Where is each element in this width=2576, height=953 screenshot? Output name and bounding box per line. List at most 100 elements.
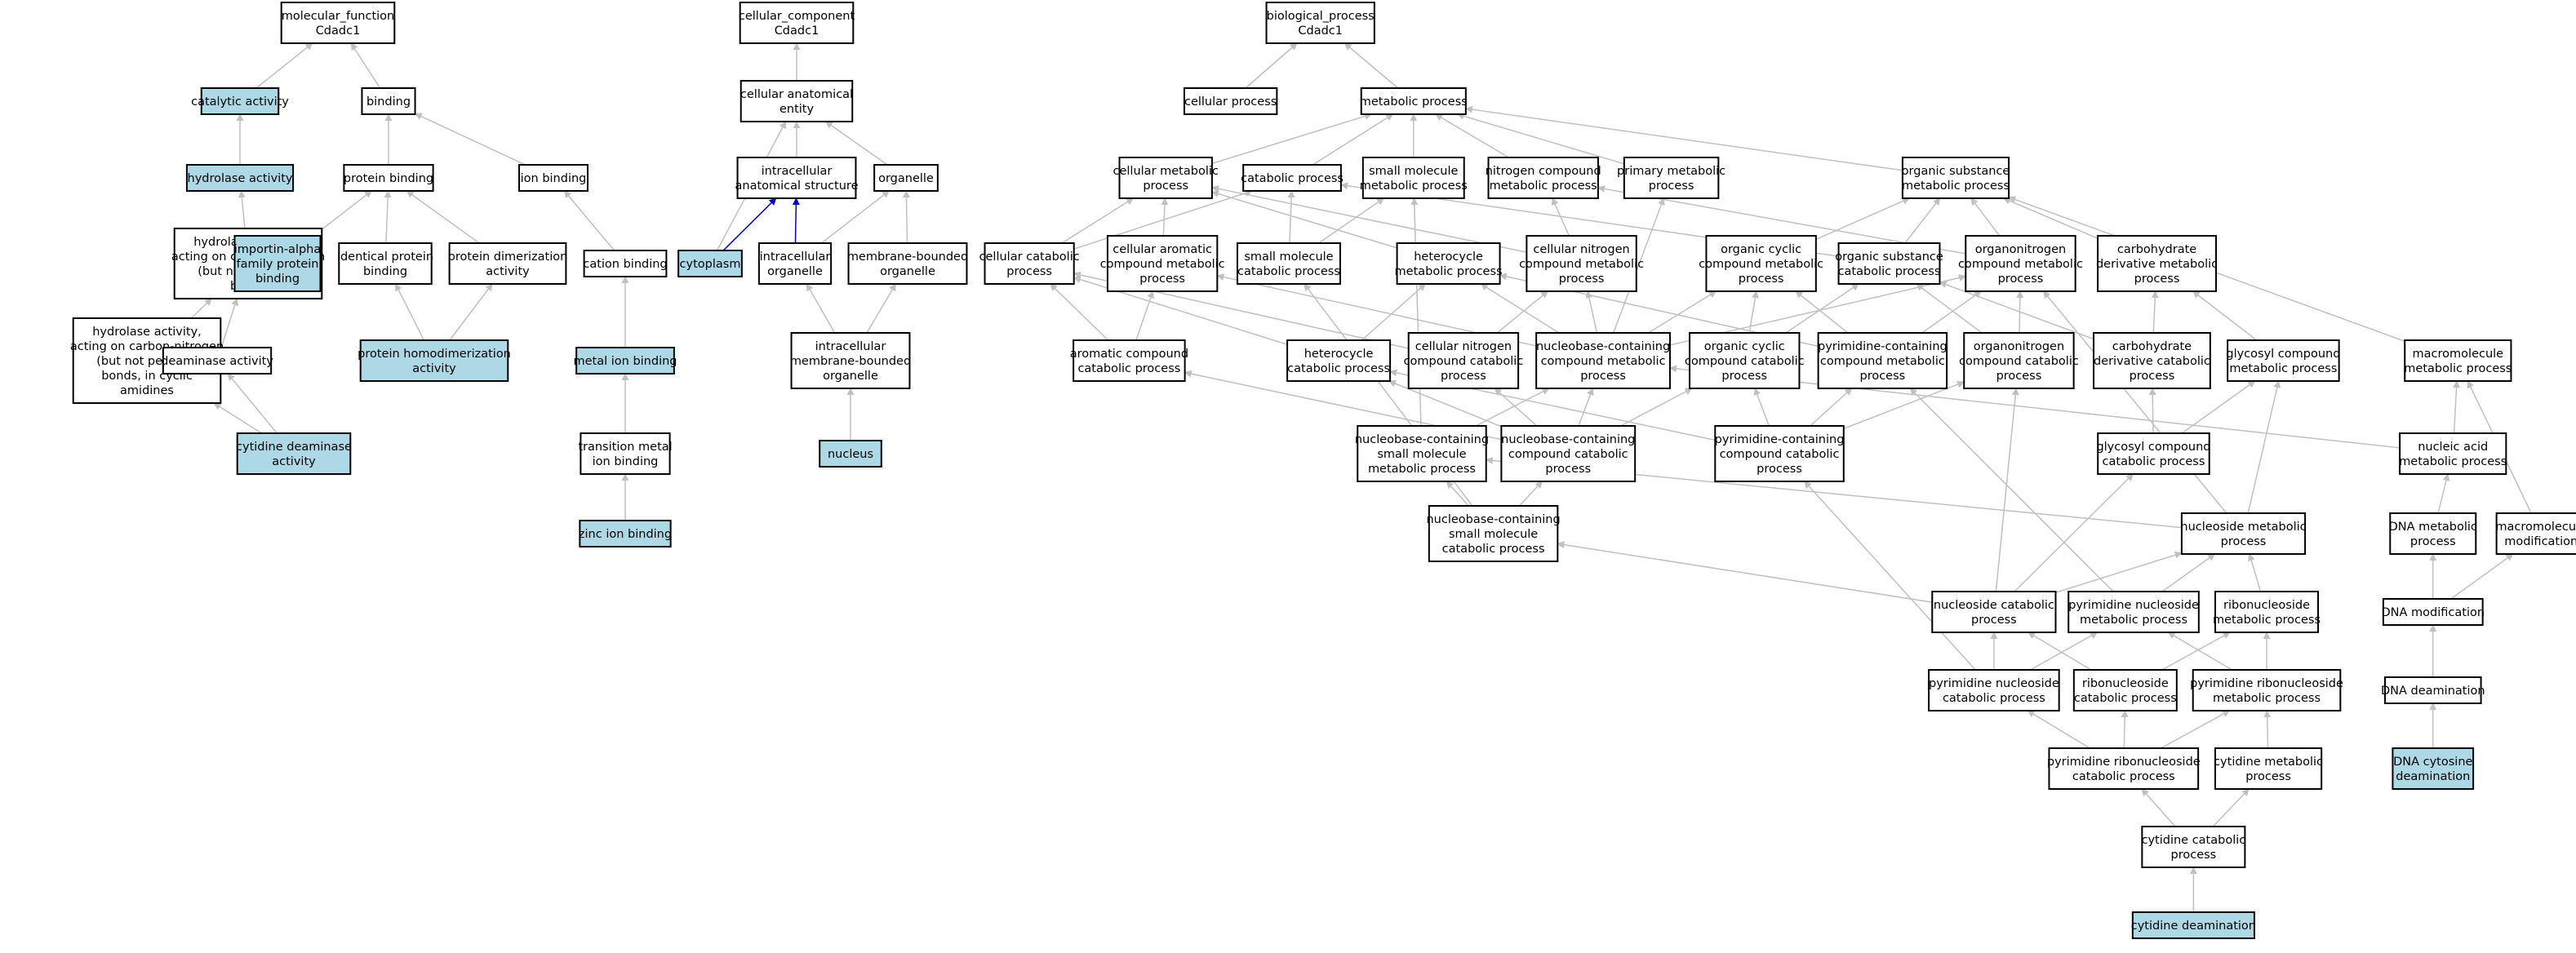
node-box xyxy=(757,242,833,285)
is-a-edge xyxy=(2192,290,2258,341)
node-label-line: cytidine metabolic xyxy=(2214,756,2323,769)
node-label-line: cytidine deaminase xyxy=(236,441,352,454)
is-a-edge xyxy=(1211,113,1372,165)
node-label-line: metal ion binding xyxy=(573,355,677,368)
is-a-edge xyxy=(2161,632,2231,671)
node-box xyxy=(580,432,671,475)
node-label-line: cellular metabolic xyxy=(1113,165,1219,178)
node-label-line: cytidine deamination xyxy=(2131,920,2256,933)
is-a-edge xyxy=(1344,42,1399,89)
is-a-edge xyxy=(1456,112,1625,165)
node-label-line: nitrogen compound xyxy=(1486,165,1601,178)
node-label-line: biological_process xyxy=(1267,10,1375,23)
node-box xyxy=(233,235,322,292)
is-a-edge xyxy=(1161,197,1169,237)
node-box xyxy=(736,157,857,199)
node-box xyxy=(1963,332,2075,389)
is-a-edge xyxy=(1073,189,1253,250)
go-node-deaminase: deaminase activity xyxy=(161,347,273,375)
go-node-catabolic: catabolic process xyxy=(1241,164,1344,192)
is-a-edge xyxy=(2027,632,2092,671)
go-node-catalytic: catalytic activity xyxy=(191,87,289,115)
is-a-edge xyxy=(1312,113,1394,166)
is-a-edge xyxy=(1815,197,1911,241)
node-label-line: glycosyl compound xyxy=(2096,441,2210,454)
go-node-dna-mod: DNA modification xyxy=(2382,598,2485,626)
is-a-edge xyxy=(1795,290,1849,334)
is-a-edge xyxy=(2151,290,2159,334)
node-label-line: process xyxy=(2130,370,2175,383)
is-a-edge xyxy=(1287,190,1295,244)
is-a-edge xyxy=(1916,283,1983,334)
node-label-line: hydrolase activity xyxy=(188,172,293,185)
is-a-edge xyxy=(1804,481,1976,671)
is-a-edge xyxy=(1585,290,1598,334)
node-label-line: process xyxy=(1006,265,1052,278)
node-label-line: catabolic process xyxy=(1838,265,1941,278)
go-node-cytidine-deam: cytidine deamination xyxy=(2131,911,2256,939)
node-label-line: small molecule xyxy=(1369,165,1458,178)
node-label-line: catabolic process xyxy=(1237,265,1340,278)
node-label-line: process xyxy=(2245,770,2291,783)
is-a-edge xyxy=(820,190,890,244)
is-a-edge xyxy=(1494,388,1538,427)
node-box xyxy=(1286,339,1392,382)
node-label-line: cellular anatomical xyxy=(740,88,853,101)
node-label-line: compound catabolic xyxy=(1508,448,1628,461)
node-label-line: DNA metabolic xyxy=(2389,521,2477,534)
node-box xyxy=(873,164,939,192)
node-label-line: ribonucleoside xyxy=(2223,599,2310,612)
node-box xyxy=(739,80,854,122)
node-label-line: modification xyxy=(2504,535,2576,548)
node-label-line: carbohydrate xyxy=(2112,340,2192,353)
node-label-line: organelle xyxy=(823,370,878,383)
node-box xyxy=(338,242,433,285)
node-label-line: catabolic process xyxy=(1077,362,1180,375)
node-label-line: organelle xyxy=(767,265,823,278)
node-box xyxy=(361,87,416,115)
is-a-edge xyxy=(2247,380,2281,514)
node-label-line: process xyxy=(1545,463,1591,476)
is-a-edge xyxy=(2161,710,2231,749)
node-label-line: activity xyxy=(272,455,316,468)
node-label-line: cellular catabolic xyxy=(979,250,1080,264)
is-a-edge xyxy=(414,113,526,166)
node-box xyxy=(1428,505,1559,562)
node-label-line: zinc ion binding xyxy=(579,528,672,541)
is-a-edge xyxy=(227,373,278,434)
node-label-line: nucleus xyxy=(828,448,873,461)
node-box xyxy=(583,250,668,277)
node-label-line: process xyxy=(1996,370,2042,383)
node-box xyxy=(2214,747,2323,790)
is-a-edge xyxy=(1388,379,1502,428)
node-box xyxy=(1265,2,1375,44)
node-box xyxy=(2214,591,2320,633)
is-a-edge xyxy=(866,283,896,334)
node-label-line: nucleobase-containing xyxy=(1501,433,1635,446)
node-label-line: pyrimidine nucleoside xyxy=(2068,599,2199,612)
node-box xyxy=(2227,339,2340,382)
is-a-edge xyxy=(255,42,313,89)
node-label-line: nucleic acid xyxy=(2418,441,2488,454)
node-label-line: organonitrogen xyxy=(1974,340,2064,353)
is-a-edge xyxy=(2030,632,2099,671)
is-a-edge xyxy=(350,42,381,89)
go-node-ion-binding: ion binding xyxy=(518,164,588,192)
go-node-metal-ion: metal ion binding xyxy=(573,347,677,375)
node-box xyxy=(847,242,968,285)
